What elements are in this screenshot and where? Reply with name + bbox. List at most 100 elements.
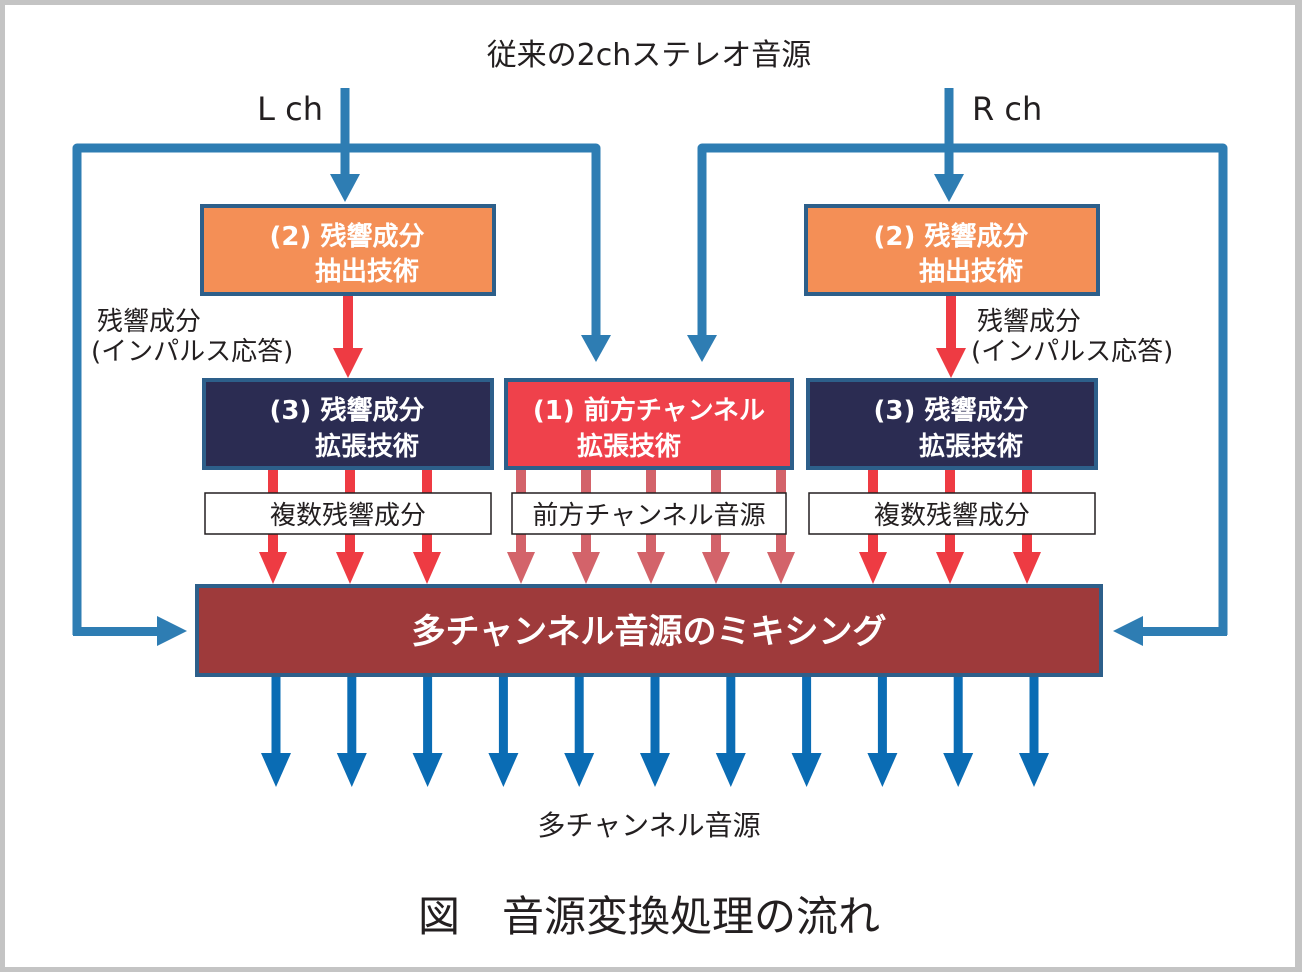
front-channel-box-line1: (1) 前方チャンネル <box>533 395 765 426</box>
output-channel-arrow-2-head <box>336 753 367 787</box>
right-extract-box-line2: 抽出技術 <box>919 257 1023 287</box>
left-extract-box: (2) 残響成分 抽出技術 <box>200 204 496 296</box>
left-impulse-label-line1: 残響成分 <box>97 307 201 337</box>
left-reverb-arrow-2-head <box>336 552 364 584</box>
right-extract-box-line1: (2) 残響成分 <box>874 221 1029 252</box>
mixing-box-label: 多チャンネル音源のミキシング <box>412 612 887 652</box>
left-channel-label: L ch <box>257 90 323 128</box>
left-expand-box-line1: (3) 残響成分 <box>270 395 425 426</box>
output-channel-arrow-7-shaft <box>726 677 736 754</box>
output-channel-arrow-9-head <box>867 753 898 787</box>
output-channel-arrow-1 <box>261 677 291 787</box>
right-reverb-arrow-3-head <box>1013 552 1041 584</box>
left-bypass-arrow-head <box>157 616 187 646</box>
output-channel-arrow-4-shaft <box>498 677 508 754</box>
right-impulse-arrow <box>936 296 966 378</box>
output-channel-arrow-8 <box>791 677 822 787</box>
left-channel-bus <box>72 143 601 635</box>
right-extract-box: (2) 残響成分 抽出技術 <box>804 204 1100 296</box>
left-expand-box: (3) 残響成分 拡張技術 <box>202 378 494 470</box>
left-impulse-label-line2: (インパルス応答) <box>91 337 293 367</box>
right-impulse-label-line1: 残響成分 <box>977 307 1081 337</box>
right-expand-box-line2: 拡張技術 <box>919 432 1023 462</box>
signal-connectors <box>72 88 1228 646</box>
output-channel-arrow-8-shaft <box>802 677 812 754</box>
output-channel-arrow-11-head <box>1019 753 1049 787</box>
left-bypass-line <box>73 627 157 636</box>
front-channel-box-line2: 拡張技術 <box>577 432 681 462</box>
center-output-label-box: 前方チャンネル音源 <box>511 492 787 535</box>
output-channel-arrow-11-shaft <box>1029 677 1039 754</box>
output-channel-arrow-5-head <box>564 753 595 787</box>
front-channel-arrow-3-head <box>637 552 665 584</box>
front-channel-arrow-2-head <box>572 552 600 584</box>
output-channel-arrow-5-shaft <box>574 677 584 754</box>
right-impulse-arrow-head <box>936 348 966 378</box>
output-channel-arrow-1-shaft <box>271 677 281 754</box>
output-channel-arrow-9-shaft <box>877 677 887 754</box>
left-extract-box-line1: (2) 残響成分 <box>270 221 425 252</box>
diagram-canvas: 従来の2chステレオ音源 L ch R ch (2) 残響成分 抽出技術 (2)… <box>5 5 1295 967</box>
right-expand-box: (3) 残響成分 拡張技術 <box>806 378 1098 470</box>
right-bypass-arrow-head <box>1113 616 1143 646</box>
left-extract-box-line2: 抽出技術 <box>315 257 419 287</box>
right-to-front-arrow-head <box>687 335 717 362</box>
output-channel-arrow-10-shaft <box>953 677 963 754</box>
front-channel-arrow-5-head <box>767 552 795 584</box>
output-channel-arrow-1-head <box>261 753 291 787</box>
output-channel-arrow-10-head <box>943 753 974 787</box>
right-impulse-label-line2: (インパルス応答) <box>971 337 1173 367</box>
figure-caption: 図 音源変換処理の流れ <box>418 892 880 941</box>
diagram-title: 従来の2chステレオ音源 <box>487 38 812 73</box>
right-channel-label: R ch <box>972 90 1042 128</box>
output-channel-arrow-10 <box>943 677 974 787</box>
output-channel-arrow-6 <box>640 677 670 787</box>
flow-diagram: 従来の2chステレオ音源 L ch R ch (2) 残響成分 抽出技術 (2)… <box>72 38 1228 941</box>
right-reverb-arrow-2-head <box>936 552 964 584</box>
right-input-arrow-head <box>934 174 964 202</box>
output-channel-arrow-8-head <box>791 753 822 787</box>
output-channel-arrow-2 <box>336 677 367 787</box>
output-channel-arrow-3 <box>412 677 443 787</box>
right-input-arrow-shaft <box>944 88 954 175</box>
front-channel-arrow-1-head <box>507 552 535 584</box>
multichannel-output-arrows <box>261 677 1049 787</box>
mixing-box: 多チャンネル音源のミキシング <box>195 584 1103 677</box>
left-output-label-box: 複数残響成分 <box>204 492 492 535</box>
left-output-label: 複数残響成分 <box>270 501 426 531</box>
left-impulse-arrow-shaft <box>343 296 353 349</box>
left-input-arrow <box>330 88 360 202</box>
output-channel-arrow-2-shaft <box>347 677 357 754</box>
right-expand-box-line1: (3) 残響成分 <box>874 395 1029 426</box>
left-reverb-arrow-3-head <box>413 552 441 584</box>
right-reverb-arrow-1-head <box>859 552 887 584</box>
output-channel-arrow-7 <box>715 677 746 787</box>
center-output-label: 前方チャンネル音源 <box>532 501 765 531</box>
front-channel-arrow-4-head <box>702 552 730 584</box>
left-to-front-arrow-head <box>581 335 611 362</box>
output-channel-arrow-11 <box>1019 677 1049 787</box>
output-channel-arrow-5 <box>564 677 595 787</box>
output-channel-arrow-4-head <box>488 753 519 787</box>
output-channel-arrow-6-shaft <box>650 677 660 754</box>
output-channel-arrow-3-head <box>412 753 443 787</box>
right-output-label-box: 複数残響成分 <box>808 492 1096 535</box>
left-expand-box-line2: 拡張技術 <box>315 432 419 462</box>
output-channel-arrow-6-head <box>640 753 670 787</box>
right-channel-bus <box>697 143 1228 635</box>
output-channel-arrow-7-head <box>715 753 746 787</box>
right-impulse-arrow-shaft <box>946 296 956 349</box>
left-input-arrow-head <box>330 174 360 202</box>
left-input-arrow-shaft <box>340 88 350 175</box>
output-channel-arrow-9 <box>867 677 898 787</box>
output-channel-arrow-3-shaft <box>423 677 433 754</box>
left-impulse-arrow-head <box>333 348 363 378</box>
output-channel-arrow-4 <box>488 677 519 787</box>
right-output-label: 複数残響成分 <box>874 501 1030 531</box>
output-label: 多チャンネル音源 <box>537 809 760 842</box>
left-reverb-arrow-1-head <box>259 552 287 584</box>
left-impulse-arrow <box>333 296 363 378</box>
front-channel-box: (1) 前方チャンネル 拡張技術 <box>504 378 794 470</box>
right-bypass-line <box>1143 627 1227 636</box>
right-input-arrow <box>934 88 964 202</box>
